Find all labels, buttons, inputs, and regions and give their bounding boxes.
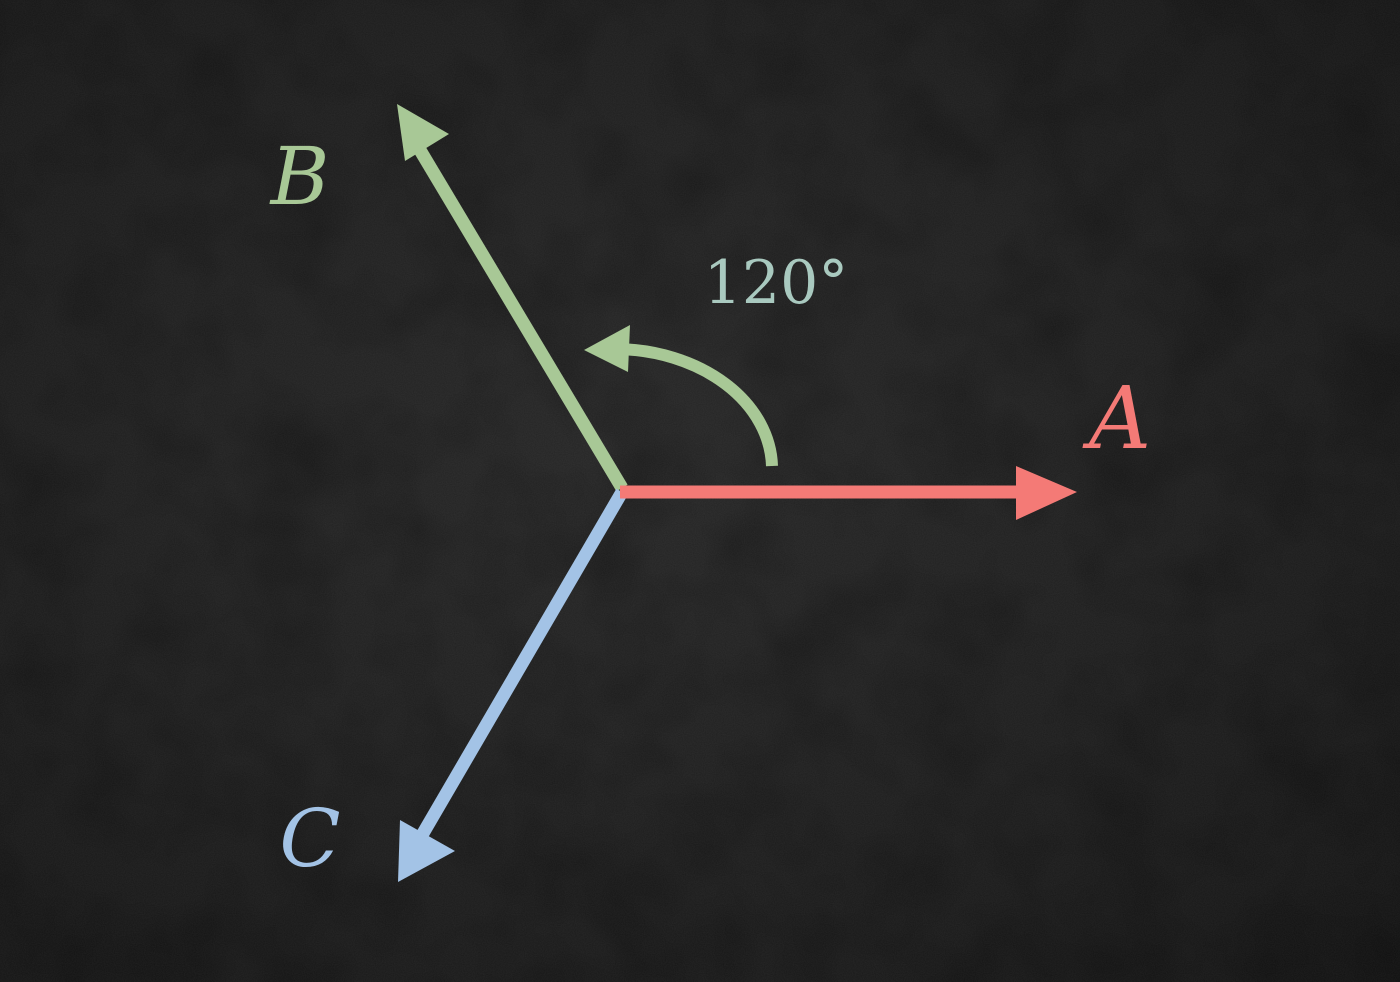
- angle-arc-arrowhead: [584, 325, 630, 372]
- angle-arc: [584, 325, 778, 467]
- vector-c-arrow: [398, 488, 628, 882]
- vector-b-label: B: [269, 130, 330, 223]
- angle-label: 120°: [704, 248, 849, 318]
- vector-b-arrowhead: [397, 104, 449, 161]
- vector-a-label: A: [1082, 369, 1151, 469]
- vector-c-shaft: [412, 488, 628, 846]
- vector-b-arrow: [397, 104, 628, 492]
- vector-a-arrowhead: [1016, 466, 1077, 520]
- angle-arc-curve: [616, 343, 778, 467]
- vector-b-shaft: [408, 136, 628, 492]
- vector-c-arrowhead: [398, 820, 455, 882]
- vector-c-label: C: [279, 792, 340, 885]
- vector-a-arrow: [620, 466, 1077, 520]
